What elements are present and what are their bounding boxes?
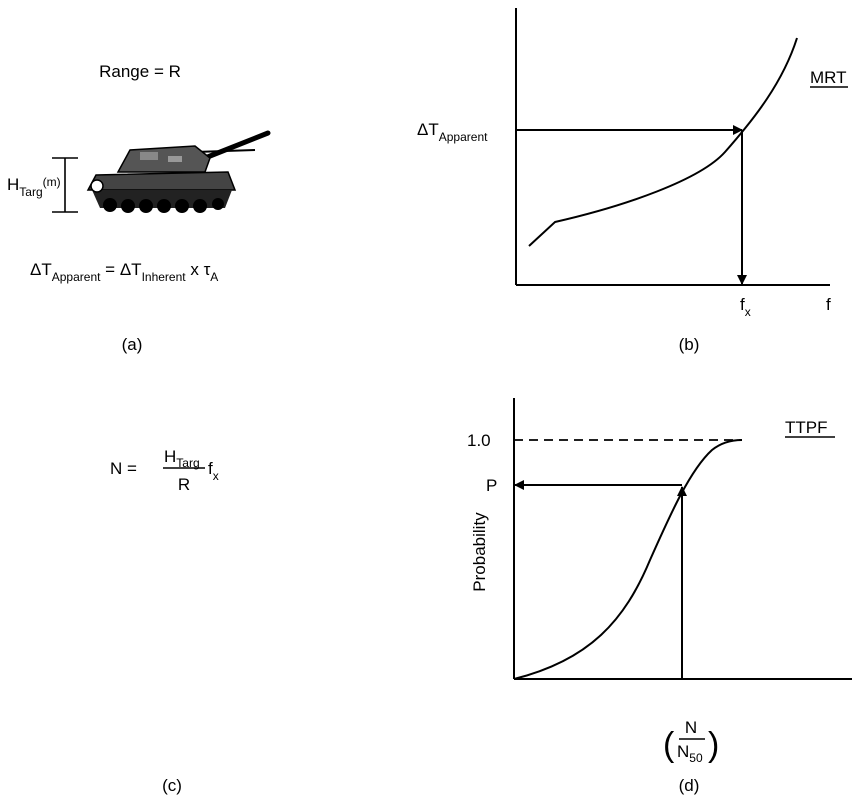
ttpf-curve [513, 439, 743, 680]
probability-axis-label: Probability [470, 512, 489, 592]
mrt-curve [528, 37, 798, 247]
y-tick-one: 1.0 [467, 431, 491, 450]
panel-b: MRT ΔTApparent fx f (b) [417, 8, 848, 354]
n-equation-numerator: HTarg [164, 447, 200, 470]
panel-a: Range = R HTarg(m) [7, 62, 271, 354]
height-bracket [52, 157, 78, 213]
panel-c: N = HTarg R fx (c) [110, 447, 219, 795]
delta-t-apparent-label: ΔTApparent [417, 120, 488, 144]
svg-text:N: N [685, 718, 697, 737]
caption-d: (d) [679, 776, 700, 795]
svg-text:N50: N50 [677, 742, 703, 765]
n-equation-denominator: R [178, 475, 190, 494]
mrt-label: MRT [810, 68, 847, 87]
caption-b: (b) [679, 335, 700, 354]
p-label: P [486, 476, 497, 495]
svg-text:): ) [708, 726, 719, 764]
n-over-n50-axis-label: ( ) N N50 [663, 718, 719, 765]
range-label: Range = R [99, 62, 181, 81]
height-label: HTarg(m) [7, 175, 61, 199]
svg-text:(: ( [663, 726, 675, 764]
apparent-temperature-equation: ΔTApparent = ΔTInherent x τA [30, 260, 218, 284]
panel-d: TTPF 1.0 P Probability ( ) N N50 (d) [467, 398, 852, 795]
ttpf-label: TTPF [785, 418, 828, 437]
fx-label: fx [740, 295, 751, 319]
n-equation-rhs: fx [208, 459, 219, 483]
caption-a: (a) [122, 335, 143, 354]
caption-c: (c) [162, 776, 182, 795]
f-axis-label: f [826, 295, 831, 314]
n-equation-lhs: N = [110, 459, 137, 478]
tank-icon [86, 130, 271, 213]
